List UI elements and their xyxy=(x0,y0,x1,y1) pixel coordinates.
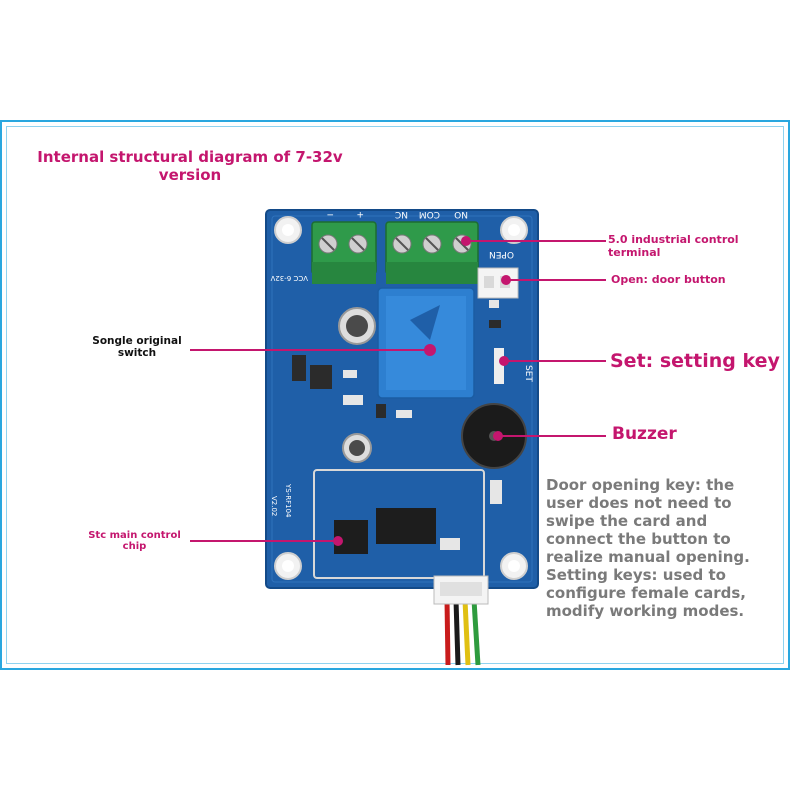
description-line-1: Door opening key: the xyxy=(546,476,735,494)
songle-relay xyxy=(377,287,475,399)
pin-label-minus: − xyxy=(326,209,334,219)
power-terminal-block xyxy=(311,221,377,284)
diagram-title: Internal structural diagram of 7-32v ver… xyxy=(30,148,350,184)
description-line-5: realize manual opening. xyxy=(546,548,750,566)
label-industrial-terminal: 5.0 industrial control terminal xyxy=(608,233,739,259)
diagram-frame-inner xyxy=(6,126,784,664)
description-line-7: configure female cards, xyxy=(546,584,746,602)
description-line-3: swipe the card and xyxy=(546,512,708,530)
label-open-button: Open: door button xyxy=(611,273,726,286)
rf-module xyxy=(313,469,485,579)
description-text: Door opening key: the user does not need… xyxy=(546,476,776,620)
description-line-2: user does not need to xyxy=(546,494,732,512)
electrolytic-capacitor xyxy=(338,307,376,463)
pin-label-nc: NC xyxy=(395,209,408,219)
silkscreen-text: − + NC COM NO OPEN SET VCC 6-32V YS-RF10… xyxy=(270,209,533,518)
pin-label-com: COM xyxy=(419,209,440,219)
label-chip-line-1: Stc main control xyxy=(88,530,181,541)
cable-connector xyxy=(433,575,489,605)
voltage-silkscreen: VCC 6-32V xyxy=(270,274,308,282)
label-set-key: Set: setting key xyxy=(610,350,780,372)
label-chip-line-2: chip xyxy=(122,541,147,552)
description-line-4: connect the button to xyxy=(546,530,731,548)
title-line-2: version xyxy=(158,166,222,184)
description-line-6: Setting keys: used to xyxy=(546,566,726,584)
label-chip: Stc main control chip xyxy=(82,530,187,552)
pin-label-no: NO xyxy=(454,209,468,219)
cable-wires xyxy=(444,599,481,666)
label-buzzer: Buzzer xyxy=(612,424,677,444)
relay-terminal-block xyxy=(385,221,479,284)
version-silkscreen: V2.02 xyxy=(270,496,278,516)
callout-lines xyxy=(190,236,606,546)
open-connector xyxy=(477,267,519,299)
pin-label-plus: + xyxy=(356,209,364,219)
open-silkscreen: OPEN xyxy=(489,249,514,259)
set-silkscreen: SET xyxy=(523,365,533,382)
label-switch-line-1: Songle original xyxy=(92,335,182,347)
title-line-1: Internal structural diagram of 7-32v xyxy=(37,148,343,166)
label-switch-line-2: switch xyxy=(117,347,157,359)
model-silkscreen: YS-RF104 xyxy=(284,483,292,518)
description-line-8: modify working modes. xyxy=(546,602,745,620)
label-switch: Songle original switch xyxy=(82,335,192,359)
